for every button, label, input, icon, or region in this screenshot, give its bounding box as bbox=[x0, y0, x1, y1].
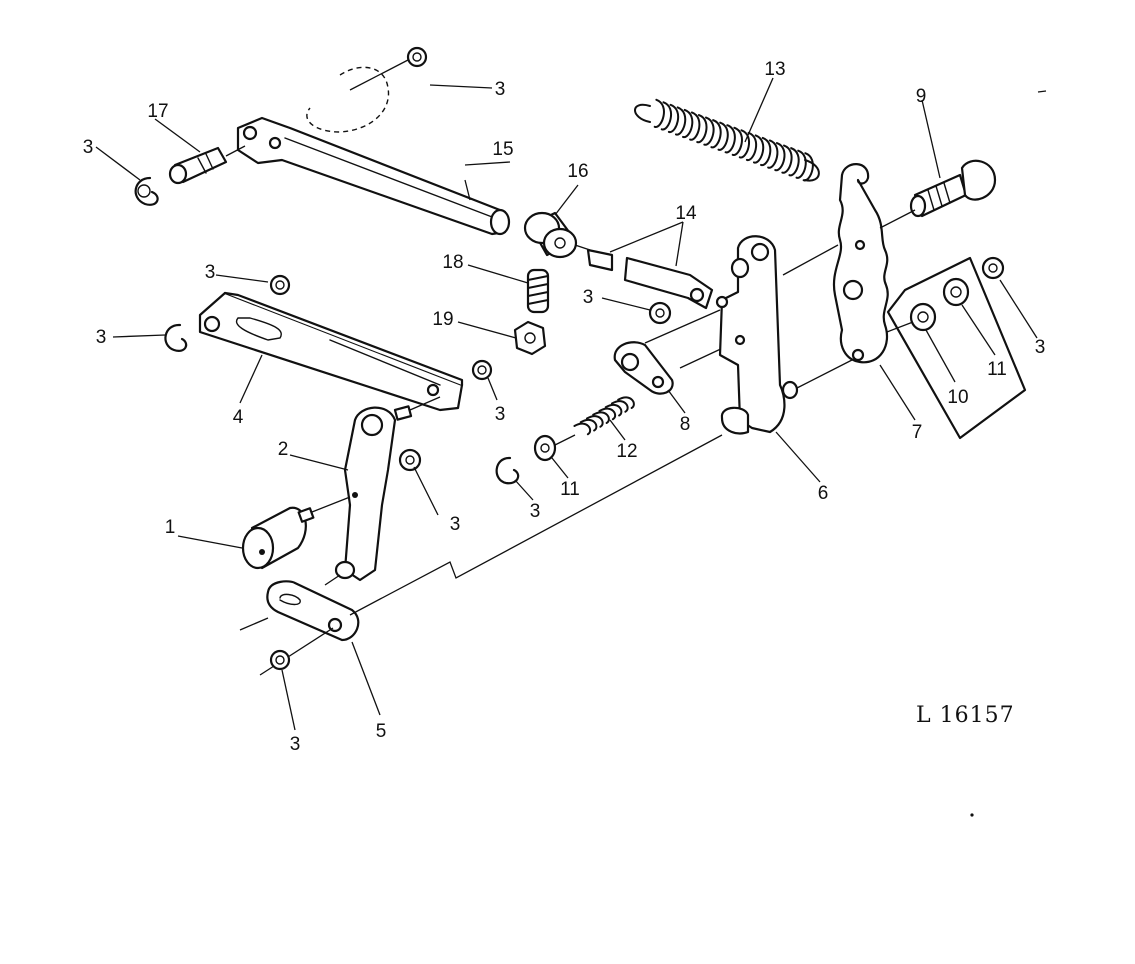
retaining-clip-part bbox=[134, 176, 159, 206]
rod-arm-part bbox=[236, 66, 511, 236]
callout-leaders bbox=[95, 77, 1038, 731]
washer-part bbox=[909, 302, 937, 332]
figure-reference-code: L 16157 bbox=[916, 703, 1015, 728]
tension-spring-part bbox=[634, 98, 820, 182]
washer-part bbox=[533, 434, 576, 462]
callout-11: 11 bbox=[560, 479, 580, 500]
callout-4: 4 bbox=[233, 407, 244, 428]
callout-10: 10 bbox=[947, 387, 968, 408]
callout-6: 6 bbox=[818, 483, 829, 504]
callout-19: 19 bbox=[432, 309, 453, 330]
callout-9: 9 bbox=[916, 86, 927, 107]
roller-part bbox=[523, 211, 591, 259]
washer-part bbox=[942, 277, 970, 307]
callout-7: 7 bbox=[912, 422, 923, 443]
callout-8: 8 bbox=[680, 414, 691, 435]
callout-3: 3 bbox=[1035, 337, 1046, 358]
callout-18: 18 bbox=[442, 252, 463, 273]
retaining-clip-part bbox=[648, 301, 672, 325]
cam-part bbox=[613, 309, 741, 395]
callout-3: 3 bbox=[83, 137, 94, 158]
callout-3: 3 bbox=[290, 734, 301, 755]
callout-17: 17 bbox=[147, 101, 168, 122]
callout-3: 3 bbox=[530, 501, 541, 522]
callout-12: 12 bbox=[616, 441, 637, 462]
callout-1: 1 bbox=[165, 517, 176, 538]
hex-nut-part bbox=[513, 320, 547, 356]
notched-plate-part bbox=[832, 163, 889, 364]
dash-mark bbox=[1037, 90, 1047, 93]
callout-3: 3 bbox=[495, 404, 506, 425]
assembly-line bbox=[349, 434, 723, 616]
retaining-clip-part bbox=[471, 359, 493, 381]
callout-13: 13 bbox=[764, 59, 785, 80]
callout-11: 11 bbox=[987, 359, 1007, 380]
link-plate-part bbox=[239, 580, 360, 676]
callout-3: 3 bbox=[583, 287, 594, 308]
pin-part bbox=[168, 145, 246, 185]
callout-3: 3 bbox=[96, 327, 107, 348]
callout-numbers: 1 2 3 3 17 3 15 3 3 4 3 5 3 13 16 14 18 … bbox=[83, 59, 1046, 755]
callout-3: 3 bbox=[450, 514, 461, 535]
compression-spring-part bbox=[573, 396, 635, 436]
callout-14: 14 bbox=[675, 203, 697, 224]
retaining-clip-part bbox=[269, 649, 291, 671]
pin-pair-part bbox=[586, 248, 714, 310]
retaining-clip-part bbox=[495, 456, 520, 485]
speck-mark bbox=[970, 813, 974, 817]
slotted-link-part bbox=[198, 291, 464, 412]
retaining-clip-part bbox=[981, 256, 1005, 280]
callout-3: 3 bbox=[495, 79, 506, 100]
callout-3: 3 bbox=[205, 262, 216, 283]
knob-part bbox=[241, 496, 351, 570]
lever-part bbox=[324, 396, 441, 586]
callout-16: 16 bbox=[567, 161, 588, 182]
small-spring-part bbox=[526, 268, 550, 314]
callout-2: 2 bbox=[278, 439, 289, 460]
callout-15: 15 bbox=[492, 139, 513, 160]
main-bracket-part bbox=[715, 235, 853, 435]
retaining-clip-part bbox=[164, 323, 188, 352]
retaining-clip-part bbox=[398, 448, 422, 472]
screw-part bbox=[879, 159, 997, 229]
retaining-clip-part bbox=[269, 274, 291, 296]
retaining-clip-part bbox=[349, 46, 428, 91]
callout-5: 5 bbox=[376, 721, 387, 742]
